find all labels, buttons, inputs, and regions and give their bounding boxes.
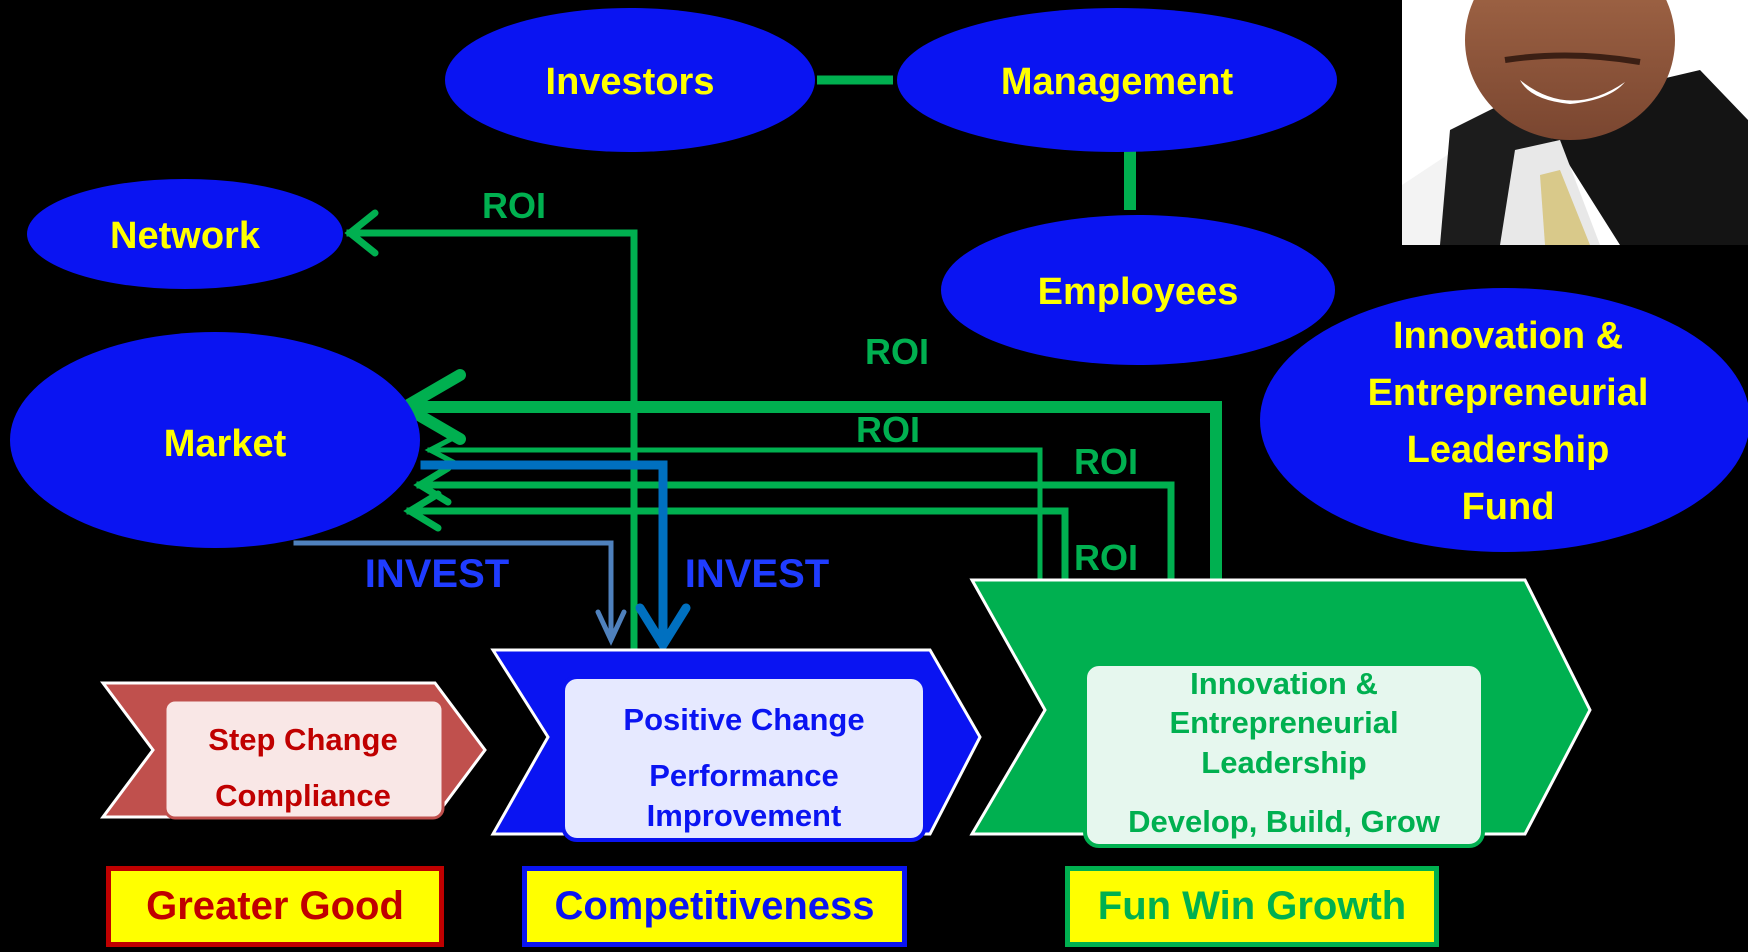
employees-label: Employees [1038, 271, 1239, 313]
ellipse-market: Market [10, 332, 420, 548]
stage-positive-change: Positive Change Performance Improvement [490, 648, 982, 842]
invest-dark-arrow [420, 460, 668, 645]
roi-mid-arrow [427, 447, 1043, 583]
positive-change-line2: Performance [649, 758, 839, 793]
stage-innovation: Innovation & Entrepreneurial Leadership … [969, 578, 1592, 848]
roi-main-arrow [404, 401, 1222, 586]
roi-bottom-label: ROI [1074, 537, 1138, 578]
fund-label-line4: Fund [1462, 486, 1555, 528]
investors-label: Investors [546, 61, 715, 103]
competitiveness-label: Competitiveness [554, 884, 875, 928]
management-label: Management [1001, 61, 1234, 103]
roi-mid-label: ROI [856, 409, 920, 450]
roi-bottom-arrow [406, 507, 1069, 594]
roi-network-arrowhead [344, 209, 379, 257]
innovation-line1: Innovation & [1190, 666, 1378, 701]
fun-win-growth-label: Fun Win Growth [1097, 884, 1407, 928]
stage-step-change: Step Change Compliance [100, 681, 487, 820]
outcome-competitiveness: Competitiveness [522, 866, 907, 947]
invest-left-label: INVEST [365, 552, 509, 596]
ellipse-management: Management [897, 8, 1337, 152]
outcome-greater-good: Greater Good [106, 866, 444, 947]
innovation-line2: Entrepreneurial [1169, 705, 1398, 740]
ellipse-investors: Investors [445, 8, 815, 152]
ellipse-fund: Innovation & Entrepreneurial Leadership … [1260, 288, 1748, 552]
roi-top-label: ROI [865, 331, 929, 372]
invest-flows [293, 460, 691, 654]
network-label: Network [110, 215, 261, 257]
invest-light-arrow [293, 540, 614, 638]
invest-right-label: INVEST [685, 552, 829, 596]
roi-right-label: ROI [1074, 441, 1138, 482]
fund-label-line3: Leadership [1407, 429, 1610, 471]
ellipse-network: Network [27, 179, 343, 289]
fund-label-line2: Entrepreneurial [1368, 372, 1649, 414]
step-change-line2: Compliance [215, 778, 391, 813]
greater-good-label: Greater Good [146, 884, 404, 928]
roi-network-label: ROI [482, 185, 546, 226]
ellipse-employees: Employees [941, 215, 1335, 365]
fund-label-line1: Innovation & [1393, 315, 1623, 357]
positive-change-line3: Improvement [647, 798, 842, 833]
market-label: Market [164, 423, 287, 465]
step-change-line1: Step Change [208, 722, 397, 757]
positive-change-line1: Positive Change [623, 702, 864, 737]
presenter-photo [1402, 0, 1748, 245]
innovation-line3: Leadership [1201, 745, 1366, 780]
outcome-fun-win-growth: Fun Win Growth [1065, 866, 1439, 947]
roi-right-arrow [416, 481, 1175, 584]
roi-flows [344, 209, 1222, 649]
innovation-line4: Develop, Build, Grow [1128, 804, 1441, 839]
